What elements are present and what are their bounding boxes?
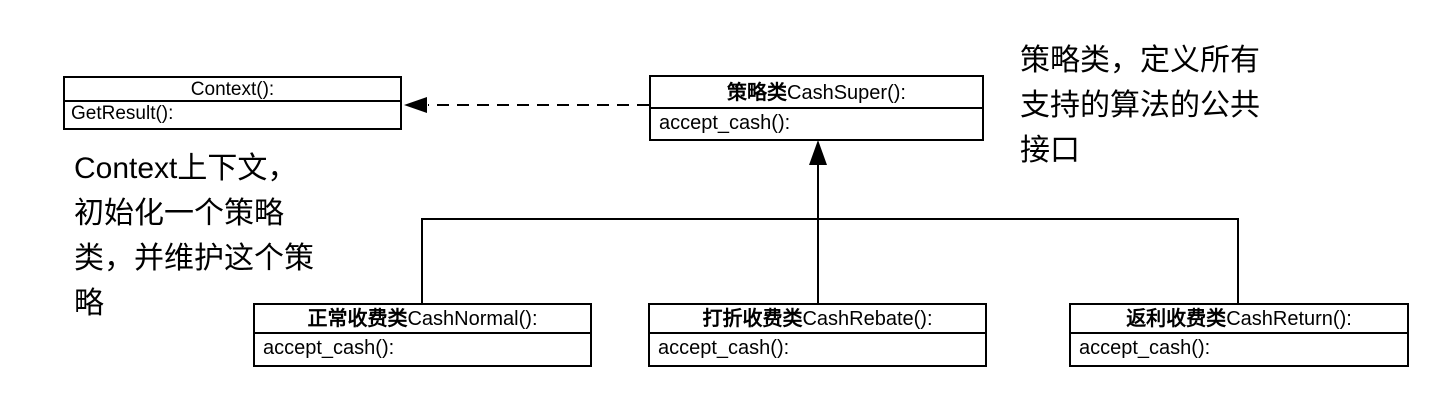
- strategy-annotation-line: 支持的算法的公共: [1020, 89, 1260, 122]
- cashrebate-class-method-text: accept_cash():: [658, 337, 790, 359]
- cashnormal-class-title: 正常收费类CashNormal():: [255, 305, 590, 334]
- cashreturn-class-title-zh: 返利收费类: [1126, 308, 1227, 330]
- cashnormal-class-box: 正常收费类CashNormal(): accept_cash():: [253, 303, 592, 367]
- cashreturn-class-box: 返利收费类CashReturn(): accept_cash():: [1069, 303, 1409, 367]
- context-annotation-line: 初始化一个策略: [74, 197, 284, 230]
- cashrebate-class-box: 打折收费类CashRebate(): accept_cash():: [648, 303, 987, 367]
- context-annotation-line: 类，并维护这个策: [74, 242, 314, 275]
- cashreturn-class-title: 返利收费类CashReturn():: [1071, 305, 1407, 334]
- context-class-method-text: GetResult():: [71, 103, 174, 124]
- cashnormal-class-title-en: CashNormal():: [407, 308, 538, 330]
- context-annotation-line: Context上下文，: [74, 152, 298, 185]
- cashrebate-class-title-en: CashRebate():: [802, 308, 933, 330]
- cashsuper-class-title-zh: 策略类: [727, 82, 788, 104]
- context-class-box: Context(): GetResult():: [63, 76, 402, 130]
- cashsuper-class-box: 策略类CashSuper(): accept_cash():: [649, 75, 984, 141]
- cashsuper-class-title-en: CashSuper():: [787, 82, 906, 104]
- cashsuper-class-title: 策略类CashSuper():: [651, 77, 982, 109]
- cashreturn-class-method: accept_cash():: [1071, 334, 1407, 363]
- strategy-annotation-line: 策略类，定义所有: [1020, 44, 1260, 77]
- cashrebate-class-title-zh: 打折收费类: [702, 308, 803, 330]
- cashnormal-class-method-text: accept_cash():: [263, 337, 395, 359]
- dependency-arrowhead-icon: [404, 97, 427, 113]
- cashnormal-class-method: accept_cash():: [255, 334, 590, 363]
- strategy-annotation-line: 接口: [1020, 134, 1080, 167]
- context-annotation: Context上下文， 初始化一个策略 类，并维护这个策 略: [74, 146, 314, 326]
- cashreturn-class-method-text: accept_cash():: [1079, 337, 1211, 359]
- strategy-annotation: 策略类，定义所有 支持的算法的公共 接口: [1020, 38, 1260, 173]
- context-annotation-line: 略: [74, 287, 104, 320]
- cashrebate-class-title: 打折收费类CashRebate():: [650, 305, 985, 334]
- cashreturn-class-title-en: CashReturn():: [1226, 308, 1352, 330]
- cashnormal-class-title-zh: 正常收费类: [307, 308, 408, 330]
- context-class-method: GetResult():: [65, 102, 400, 126]
- inheritance-arrowhead-icon: [809, 140, 827, 165]
- inheritance-tree-line: [421, 218, 1239, 303]
- context-class-title-text: Context():: [190, 79, 275, 100]
- cashrebate-class-method: accept_cash():: [650, 334, 985, 363]
- cashsuper-class-method: accept_cash():: [651, 109, 982, 137]
- cashsuper-class-method-text: accept_cash():: [659, 112, 791, 134]
- context-class-title: Context():: [65, 78, 400, 102]
